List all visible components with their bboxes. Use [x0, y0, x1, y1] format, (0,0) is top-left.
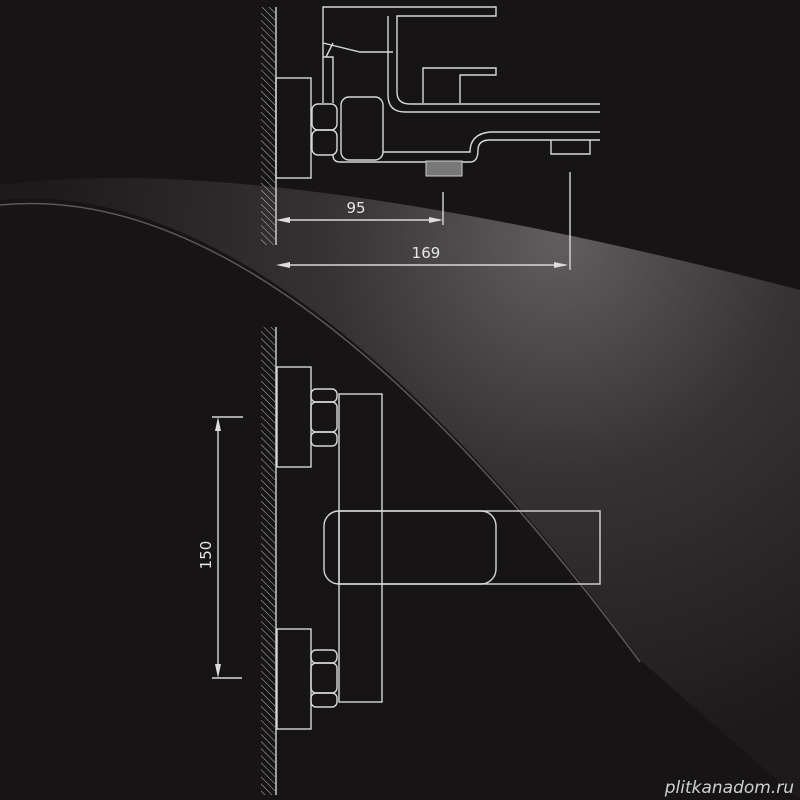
dark-region [0, 198, 800, 800]
dimension-95: 95 [346, 199, 365, 217]
front-view: 150 [197, 327, 601, 795]
top-view: 95 169 [261, 6, 600, 270]
wall-hatch [261, 7, 275, 245]
watermark: plitkanadom.ru [664, 778, 794, 798]
dimension-150: 150 [197, 541, 215, 570]
dimension-169: 169 [412, 244, 441, 262]
wall-hatch [261, 327, 275, 795]
